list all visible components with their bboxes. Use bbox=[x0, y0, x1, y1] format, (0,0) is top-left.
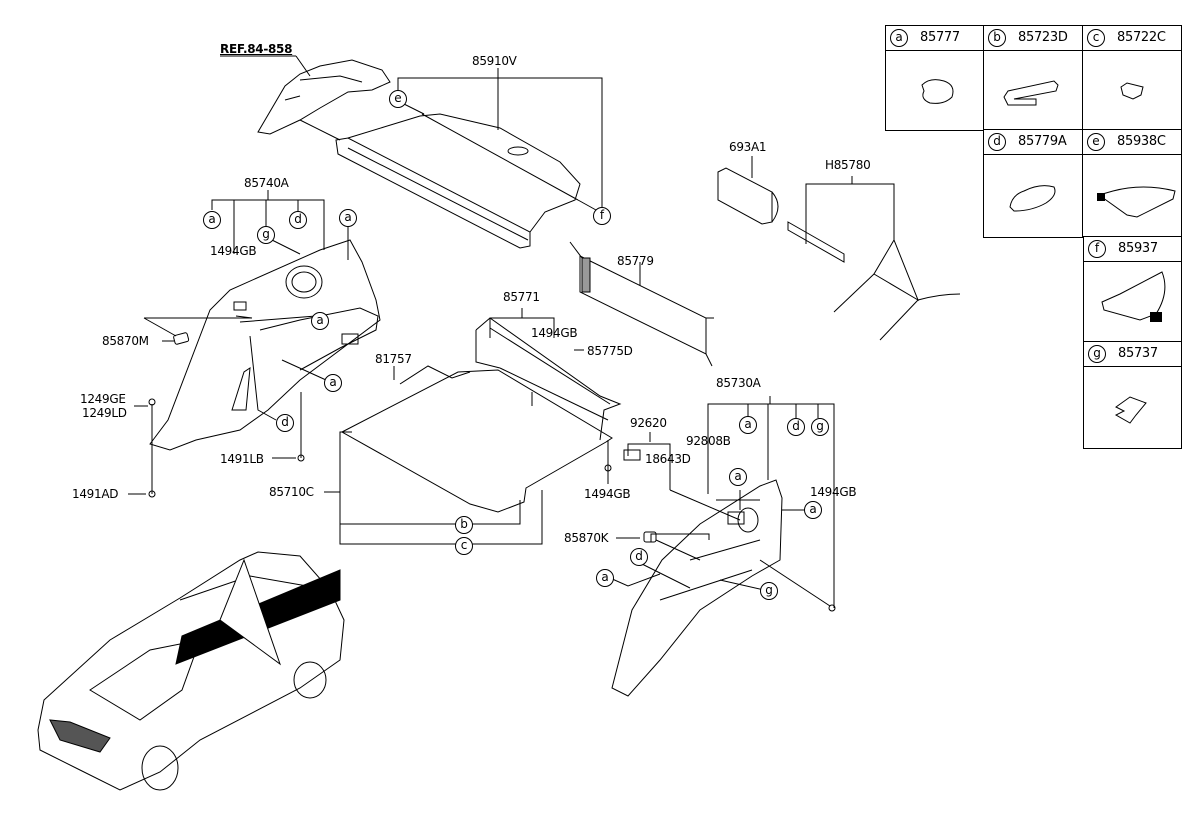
callout-a: a bbox=[804, 501, 822, 519]
legend-cell-f: f 85937 bbox=[1083, 236, 1182, 343]
legend-code[interactable]: 85722C bbox=[1117, 30, 1166, 45]
part-label-85870K[interactable]: 85870K bbox=[564, 531, 609, 545]
callout-f: f bbox=[593, 207, 611, 225]
part-label-85910V[interactable]: 85910V bbox=[472, 54, 517, 68]
part-label-85870M[interactable]: 85870M bbox=[102, 334, 149, 348]
part-label-1494GB[interactable]: 1494GB bbox=[210, 244, 257, 258]
legend-code[interactable]: 85737 bbox=[1118, 346, 1158, 361]
callout-a: a bbox=[739, 416, 757, 434]
legend-cell-a: a 85777 bbox=[885, 25, 985, 131]
part-85938C-icon bbox=[1097, 186, 1176, 218]
warning-triangle-drawing bbox=[787, 176, 961, 341]
callout-g: g bbox=[257, 226, 275, 244]
callout-c: c bbox=[455, 537, 473, 555]
legend-cell-g: g 85737 bbox=[1083, 341, 1182, 449]
tonneau-cover-drawing bbox=[335, 68, 603, 249]
legend-code[interactable]: 85723D bbox=[1018, 30, 1068, 45]
callout-g: g bbox=[760, 582, 778, 600]
callout-b: b bbox=[455, 516, 473, 534]
part-label-1491AD[interactable]: 1491AD bbox=[72, 487, 119, 501]
part-label-92808B[interactable]: 92808B bbox=[686, 434, 731, 448]
part-label-1494GB[interactable]: 1494GB bbox=[584, 487, 631, 501]
callout-e: e bbox=[389, 90, 407, 108]
legend-letter: d bbox=[988, 133, 1006, 151]
first-aid-kit-drawing bbox=[717, 156, 779, 225]
callout-d: d bbox=[276, 414, 294, 432]
legend-letter: c bbox=[1087, 29, 1105, 47]
part-label-H85780[interactable]: H85780 bbox=[825, 158, 871, 172]
part-label-1249GE[interactable]: 1249GE bbox=[80, 392, 126, 406]
vehicle-locator-drawing bbox=[37, 551, 345, 791]
left-trim-leaders bbox=[211, 190, 349, 260]
part-label-85730A[interactable]: 85730A bbox=[716, 376, 761, 390]
part-85937-icon bbox=[1101, 271, 1166, 322]
luggage-board-drawing bbox=[324, 308, 622, 545]
part-label-1249LD[interactable]: 1249LD bbox=[82, 406, 127, 420]
right-quarter-trim-drawing bbox=[609, 396, 836, 697]
part-85722C-icon bbox=[1120, 82, 1144, 100]
legend-cell-d: d 85779A bbox=[983, 129, 1084, 238]
legend-letter: e bbox=[1087, 133, 1105, 151]
reference-label[interactable]: REF.84-858 bbox=[220, 42, 293, 56]
part-label-85775D[interactable]: 85775D bbox=[587, 344, 633, 358]
callout-d: d bbox=[289, 211, 307, 229]
legend-letter: b bbox=[988, 29, 1006, 47]
part-label-85710C[interactable]: 85710C bbox=[269, 485, 314, 499]
part-label-85771[interactable]: 85771 bbox=[503, 290, 540, 304]
callout-a: a bbox=[203, 211, 221, 229]
part-label-92620[interactable]: 92620 bbox=[630, 416, 667, 430]
legend-letter: a bbox=[890, 29, 908, 47]
cargo-net-drawing bbox=[569, 241, 714, 367]
legend-cell-b: b 85723D bbox=[983, 25, 1084, 131]
part-label-85779[interactable]: 85779 bbox=[617, 254, 654, 268]
ref-leader bbox=[220, 55, 311, 77]
callout-g: g bbox=[811, 418, 829, 436]
legend-cell-e: e 85938C bbox=[1082, 129, 1182, 238]
part-label-81757[interactable]: 81757 bbox=[375, 352, 412, 366]
part-85779A-icon bbox=[1009, 185, 1056, 212]
callout-a: a bbox=[339, 209, 357, 227]
callout-a: a bbox=[596, 569, 614, 587]
legend-letter: g bbox=[1088, 345, 1106, 363]
part-label-1494GB[interactable]: 1494GB bbox=[531, 326, 578, 340]
upper-quarter-trim-drawing bbox=[257, 59, 391, 141]
part-label-693A1[interactable]: 693A1 bbox=[729, 140, 767, 154]
legend-code[interactable]: 85779A bbox=[1018, 134, 1067, 149]
legend-cell-c: c 85722C bbox=[1082, 25, 1182, 131]
legend-code[interactable]: 85937 bbox=[1118, 241, 1158, 256]
legend-letter: f bbox=[1088, 240, 1106, 258]
callout-d: d bbox=[630, 548, 648, 566]
callout-a: a bbox=[324, 374, 342, 392]
left-quarter-trim-drawing bbox=[128, 239, 381, 498]
part-label-18643D[interactable]: 18643D bbox=[645, 452, 691, 466]
callout-a: a bbox=[729, 468, 747, 486]
part-85777-icon bbox=[921, 79, 954, 104]
part-label-1494GB[interactable]: 1494GB bbox=[810, 485, 857, 499]
legend-code[interactable]: 85938C bbox=[1117, 134, 1166, 149]
callout-a: a bbox=[311, 312, 329, 330]
part-85723D-icon bbox=[1003, 80, 1059, 106]
part-label-85740A[interactable]: 85740A bbox=[244, 176, 289, 190]
callout-d: d bbox=[787, 418, 805, 436]
legend-code[interactable]: 85777 bbox=[920, 30, 960, 45]
part-85737-icon bbox=[1114, 396, 1147, 424]
part-label-1491LB[interactable]: 1491LB bbox=[220, 452, 264, 466]
